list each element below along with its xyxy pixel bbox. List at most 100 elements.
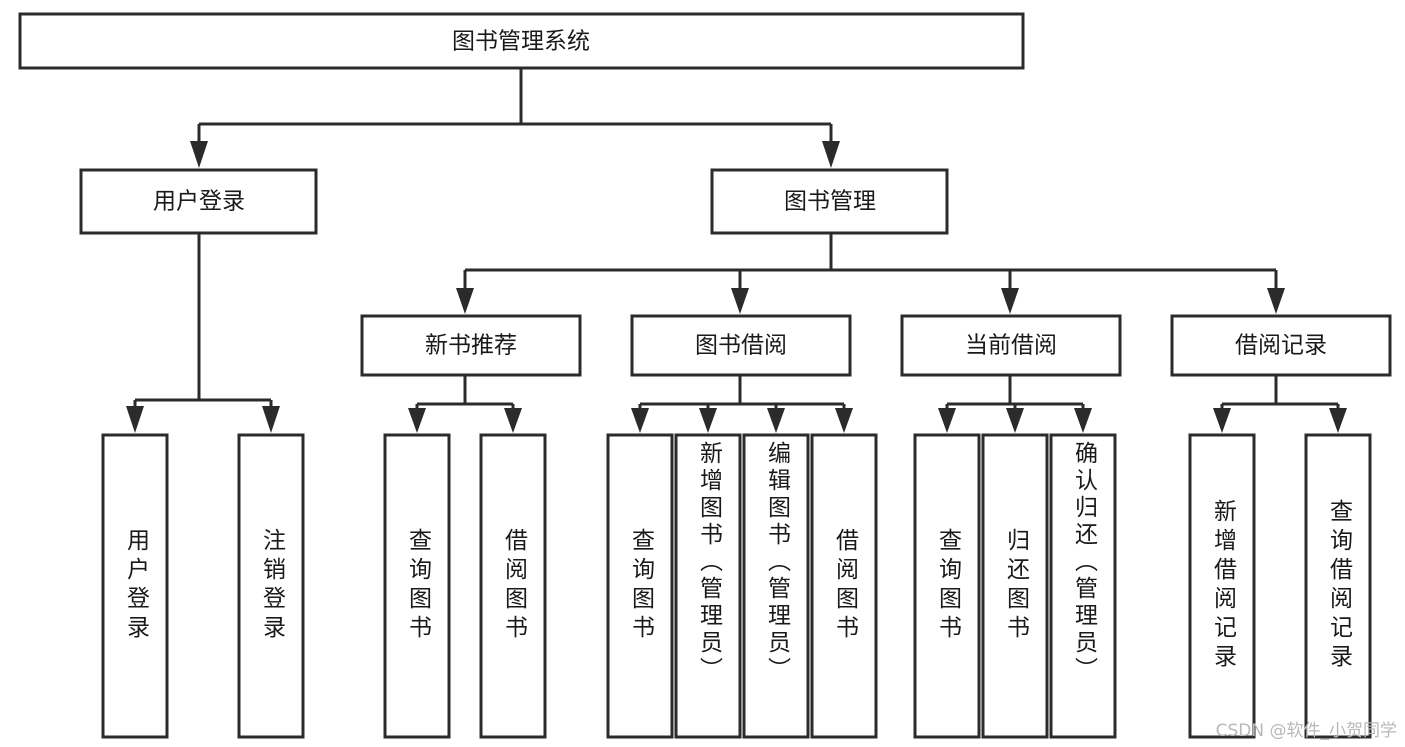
- arrowhead-leaf-user-login: [126, 406, 144, 433]
- node-new-book-recommend-box[interactable]: [360, 314, 582, 377]
- leaf-label-text: 新增借阅记录: [1209, 499, 1236, 673]
- leaf-box[interactable]: [1049, 433, 1117, 739]
- leaf-label-text: 归还图书: [1002, 528, 1029, 644]
- leaf-label-text: 查询图书: [404, 528, 431, 644]
- leaf-label-text: 查询图书: [934, 528, 961, 644]
- node-borrow-record[interactable]: 借阅记录: [1170, 314, 1392, 377]
- arrowhead-cb-leaf-1: [938, 408, 956, 433]
- node-book-management[interactable]: 图书管理: [710, 168, 949, 235]
- connector-group-book-borrow: [631, 375, 853, 433]
- arrowhead-cb-leaf-3: [1074, 408, 1092, 433]
- leaf-label-text: 查询图书: [627, 528, 654, 644]
- node-book-management-label: 图书管理: [784, 189, 876, 215]
- arrowhead-current-borrow: [1001, 288, 1019, 314]
- node-current-borrow-box[interactable]: [900, 314, 1122, 377]
- node-new-book-recommend[interactable]: 新书推荐: [360, 314, 582, 377]
- arrowhead-bb-leaf-1: [631, 408, 649, 433]
- leaf-label-user-login-logout: 注销登录: [239, 435, 303, 737]
- arrowhead-book-borrow: [731, 288, 749, 314]
- leaf-box[interactable]: [479, 433, 547, 739]
- connector-group-current-borrow: [938, 375, 1092, 433]
- leaf-label-bb-borrow-book: 借阅图书: [812, 435, 876, 737]
- node-current-borrow[interactable]: 当前借阅: [900, 314, 1122, 377]
- leaf-node-user-login-logout[interactable]: [237, 433, 305, 739]
- arrowhead-nbr-leaf-1: [408, 408, 426, 433]
- leaf-box[interactable]: [981, 433, 1049, 739]
- connector-group-root: [190, 68, 840, 168]
- leaf-node-bb-add-book[interactable]: [674, 433, 742, 739]
- leaf-label-nbr-query-book: 查询图书: [385, 435, 449, 737]
- leaf-node-cb-query-book[interactable]: [913, 433, 981, 739]
- leaf-box[interactable]: [913, 433, 981, 739]
- arrowhead-leaf-logout: [262, 406, 280, 433]
- node-user-login-box[interactable]: [79, 168, 318, 235]
- leaf-box[interactable]: [383, 433, 451, 739]
- node-book-borrow-box[interactable]: [630, 314, 852, 377]
- connector-group-book-mgmt: [456, 233, 1285, 314]
- leaf-label-cb-query-book: 查询图书: [915, 435, 979, 737]
- leaf-box[interactable]: [810, 433, 878, 739]
- leaf-node-cb-return-book[interactable]: [981, 433, 1049, 739]
- node-new-book-recommend-label: 新书推荐: [425, 333, 517, 359]
- leaf-box[interactable]: [1188, 433, 1256, 739]
- leaf-box[interactable]: [742, 433, 810, 739]
- node-root-book-management-system[interactable]: 图书管理系统: [18, 12, 1025, 70]
- node-book-borrow-label: 图书借阅: [695, 333, 787, 359]
- arrowhead-borrow-record: [1267, 288, 1285, 314]
- node-user-login[interactable]: 用户登录: [79, 168, 318, 235]
- leaf-label-br-add-record: 新增借阅记录: [1190, 435, 1254, 737]
- leaf-node-nbr-borrow-book[interactable]: [479, 433, 547, 739]
- node-book-borrow[interactable]: 图书借阅: [630, 314, 852, 377]
- arrowhead-bb-leaf-2: [699, 408, 717, 433]
- leaf-node-bb-edit-book[interactable]: [742, 433, 810, 739]
- leaf-label-user-login-login: 用户登录: [103, 435, 167, 737]
- leaf-label-bb-add-book: 新增图书（管理员）: [676, 441, 740, 731]
- leaf-label-cb-confirm-return: 确认归还（管理员）: [1051, 441, 1115, 731]
- leaf-box[interactable]: [1304, 433, 1372, 739]
- arrowhead-br-leaf-1: [1213, 408, 1231, 433]
- leaf-label-text: 借阅图书: [831, 528, 858, 644]
- leaf-node-user-login-login[interactable]: [101, 433, 169, 739]
- leaf-box[interactable]: [101, 433, 169, 739]
- arrowhead-nbr-leaf-2: [504, 408, 522, 433]
- node-root-box[interactable]: [18, 12, 1025, 70]
- node-borrow-record-label: 借阅记录: [1235, 333, 1327, 359]
- leaf-node-bb-query-book[interactable]: [606, 433, 674, 739]
- arrowhead-book-mgmt: [822, 141, 840, 168]
- leaf-box[interactable]: [674, 433, 742, 739]
- leaf-label-bb-edit-book: 编辑图书（管理员）: [744, 441, 808, 731]
- leaf-node-br-query-record[interactable]: [1304, 433, 1372, 739]
- node-user-login-label: 用户登录: [153, 189, 245, 215]
- node-current-borrow-label: 当前借阅: [965, 333, 1057, 359]
- leaf-label-text: 查询借阅记录: [1325, 499, 1352, 673]
- arrowhead-bb-leaf-3: [767, 408, 785, 433]
- leaf-label-text: 编辑图书（管理员）: [763, 441, 790, 684]
- leaf-label-text: 借阅图书: [500, 528, 527, 644]
- node-borrow-record-box[interactable]: [1170, 314, 1392, 377]
- leaf-node-bb-borrow-book[interactable]: [810, 433, 878, 739]
- leaf-node-nbr-query-book[interactable]: [383, 433, 451, 739]
- connector-group-new-book-recommend: [408, 375, 522, 433]
- leaf-label-nbr-borrow-book: 借阅图书: [481, 435, 545, 737]
- arrowhead-br-leaf-2: [1329, 408, 1347, 433]
- node-book-management-box[interactable]: [710, 168, 949, 235]
- leaf-label-text: 用户登录: [122, 528, 149, 644]
- leaf-node-br-add-record[interactable]: [1188, 433, 1256, 739]
- connector-group-borrow-record: [1213, 375, 1347, 433]
- leaf-label-br-query-record: 查询借阅记录: [1306, 435, 1370, 737]
- arrowhead-user-login: [190, 141, 208, 168]
- leaf-node-cb-confirm-return[interactable]: [1049, 433, 1117, 739]
- connector-group-user-login: [126, 233, 280, 433]
- leaf-label-bb-query-book: 查询图书: [608, 435, 672, 737]
- leaf-box[interactable]: [237, 433, 305, 739]
- leaf-box[interactable]: [606, 433, 674, 739]
- arrowhead-cb-leaf-2: [1006, 408, 1024, 433]
- arrowhead-bb-leaf-4: [835, 408, 853, 433]
- leaf-label-cb-return-book: 归还图书: [983, 435, 1047, 737]
- node-root-label: 图书管理系统: [452, 29, 590, 55]
- leaf-label-text: 注销登录: [258, 528, 285, 644]
- leaf-label-text: 确认归还（管理员）: [1070, 441, 1097, 684]
- arrowhead-new-book-recommend: [456, 288, 474, 314]
